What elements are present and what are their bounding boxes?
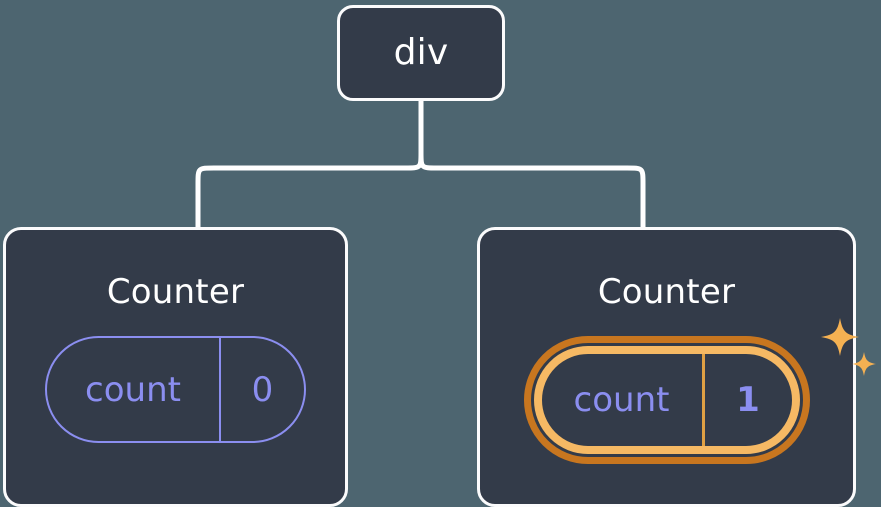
state-pill-right-wrap: count 1 — [524, 336, 810, 464]
node-div[interactable]: div — [337, 5, 505, 101]
node-counter-right[interactable]: Counter count 1 — [477, 227, 856, 507]
node-div-label: div — [394, 35, 449, 71]
state-value-left: 0 — [221, 338, 304, 441]
node-counter-left-label: Counter — [107, 275, 244, 309]
state-pill-left-wrap: count 0 — [45, 336, 306, 443]
node-counter-left[interactable]: Counter count 0 — [3, 227, 348, 507]
node-counter-right-label: Counter — [598, 275, 735, 309]
state-value-right: 1 — [705, 354, 792, 446]
state-key-right: count — [542, 354, 705, 446]
sparkle-small-icon — [852, 352, 876, 376]
state-key-left: count — [47, 338, 221, 441]
diagram-canvas: div Counter count 0 Counter count 1 — [0, 0, 881, 495]
sparkle-group — [816, 314, 881, 394]
sparkle-large-icon — [821, 318, 859, 356]
state-pill-right[interactable]: count 1 — [534, 346, 800, 454]
state-pill-right-highlight-ring: count 1 — [524, 336, 810, 464]
state-pill-left[interactable]: count 0 — [45, 336, 306, 443]
